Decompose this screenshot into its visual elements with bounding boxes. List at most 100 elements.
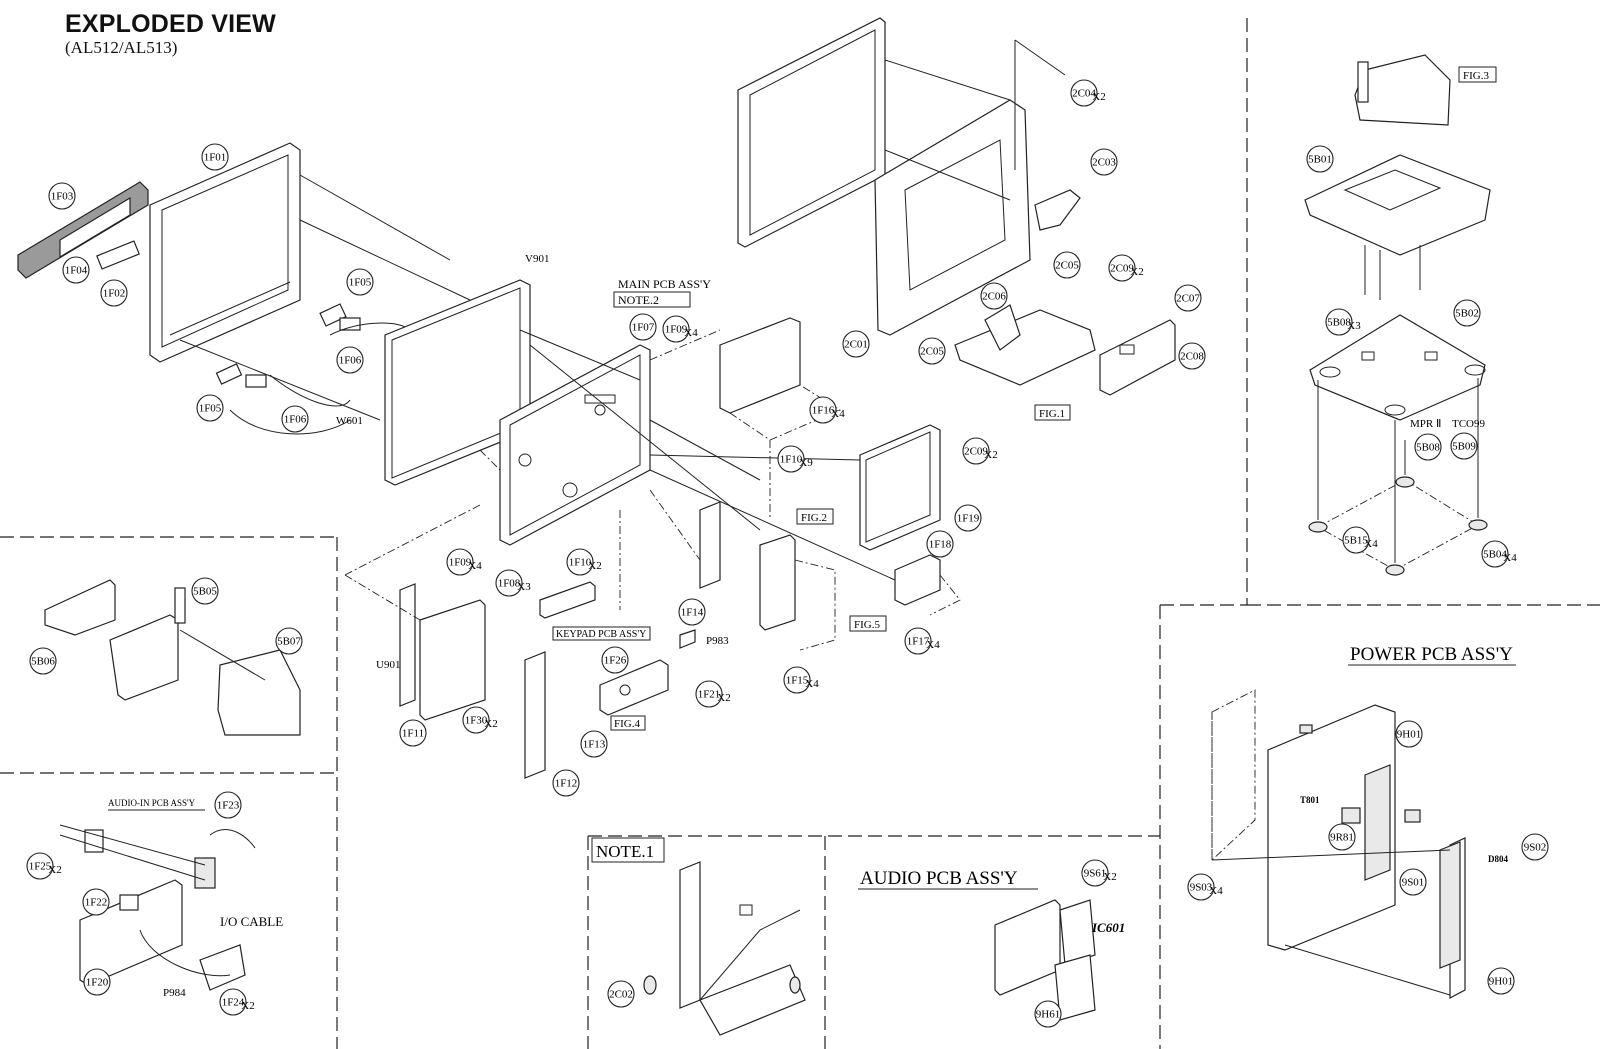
callout-5b08: 5B08	[1414, 433, 1442, 461]
callout-circle	[777, 445, 805, 473]
base-plate-5B02	[1309, 314, 1486, 421]
callout-id: 1F21	[698, 689, 721, 701]
callout-circle	[1034, 1000, 1062, 1028]
label-audio-pcb: AUDIO PCB ASS'Y	[860, 868, 1018, 889]
callout-circle	[1325, 308, 1353, 336]
label-fig2: FIG.2	[801, 512, 827, 524]
callout-1f11: 1F11	[399, 719, 427, 747]
rear-assembly	[737, 17, 1081, 336]
callout-id: 2C03	[1092, 157, 1116, 169]
callout-1f03: 1F03	[48, 182, 76, 210]
callout-9s02: 9S02	[1521, 833, 1549, 861]
callout-quantity: X3	[1347, 320, 1361, 332]
front-bezel-1F01	[149, 142, 471, 421]
callout-circle	[1328, 823, 1356, 851]
label-fig1: FIG.1	[1039, 408, 1065, 420]
callout-circle	[83, 968, 111, 996]
callout-circle	[662, 315, 690, 343]
callout-id: 2C09	[1110, 263, 1134, 275]
callout-circle	[1053, 251, 1081, 279]
label-d804: D804	[1488, 854, 1508, 864]
callout-9h01: 9H01	[1487, 967, 1515, 995]
label-fig5: FIG.5	[854, 619, 880, 631]
callout-circle	[1187, 873, 1215, 901]
callout-2c06: 2C06	[980, 282, 1008, 310]
callout-9h61: 9H61	[1034, 1000, 1062, 1028]
text-labels: V901 W601 U901 P983 P984 MAIN PCB ASS'Y …	[108, 66, 1516, 999]
callout-circle	[214, 791, 242, 819]
label-power-pcb: POWER PCB ASS'Y	[1350, 644, 1513, 665]
callout-2c05: 2C05	[1053, 251, 1081, 279]
callout-id: 1F09	[665, 324, 688, 336]
callout-circle	[219, 988, 247, 1016]
callout-id: 2C02	[609, 989, 633, 1001]
callout-quantity: X4	[1364, 538, 1378, 550]
callout-id: 5B05	[193, 586, 217, 598]
callout-1f18: 1F18	[926, 530, 954, 558]
callout-circle	[82, 888, 110, 916]
callout-1f19: 1F19	[954, 504, 982, 532]
callout-5b07: 5B07	[275, 627, 303, 655]
callout-1f05: 1F05	[196, 394, 224, 422]
callout-id: 9S01	[1402, 877, 1425, 889]
callout-5b06: 5B06	[29, 647, 57, 675]
page-title: EXPLODED VIEW	[65, 10, 276, 38]
callout-5b01: 5B01	[1306, 145, 1334, 173]
label-fig3: FIG.3	[1463, 70, 1489, 82]
callout-1f26: 1F26	[601, 646, 629, 674]
label-io-cable: I/O CABLE	[220, 914, 283, 929]
callout-id: 2C06	[982, 291, 1006, 303]
callout-id: 1F05	[199, 403, 222, 415]
callout-circle	[1487, 967, 1515, 995]
callout-circle	[904, 627, 932, 655]
callout-id: 9R81	[1330, 832, 1354, 844]
callout-circle	[629, 313, 657, 341]
fig2-bracket	[759, 534, 836, 651]
label-ic601: IC601	[1091, 920, 1125, 935]
callout-id: 1F16	[812, 405, 835, 417]
callout-id: 9H61	[1036, 1009, 1060, 1021]
callout-id: 1F19	[957, 513, 980, 525]
callout-circle	[48, 182, 76, 210]
label-mpr: MPR Ⅱ	[1410, 418, 1441, 430]
keypad-pcb	[539, 581, 596, 619]
callout-quantity: X4	[1503, 552, 1517, 564]
button-parts-1F05-1F06	[215, 303, 411, 435]
callout-id: 9S61	[1084, 868, 1107, 880]
callout-id: 9S03	[1190, 882, 1213, 894]
callout-quantity: X4	[1209, 885, 1223, 897]
callout-2c03: 2C03	[1090, 148, 1118, 176]
callout-5b02: 5B02	[1453, 299, 1481, 327]
callout-circle	[462, 706, 490, 734]
u901-keypad-board	[344, 504, 546, 779]
callout-circle	[962, 437, 990, 465]
callout-id: 1F30	[465, 715, 488, 727]
label-note1: NOTE.1	[596, 842, 654, 861]
callout-id: 2C07	[1176, 293, 1200, 305]
callout-id: 1F10	[780, 454, 803, 466]
callout-circle	[275, 627, 303, 655]
callout-id: 1F15	[786, 675, 809, 687]
callout-1f02: 1F02	[100, 279, 128, 307]
callout-1f23: 1F23	[214, 791, 242, 819]
callout-quantity: X2	[1092, 91, 1105, 103]
callout-1f13: 1F13	[580, 730, 608, 758]
callout-id: 1F14	[681, 607, 704, 619]
callout-circle	[1399, 868, 1427, 896]
callout-circle	[783, 666, 811, 694]
callout-id: 1F10	[569, 557, 592, 569]
fig3-stand-neck	[1354, 54, 1451, 126]
note1-detail	[643, 861, 806, 1036]
callout-quantity: X2	[1130, 266, 1143, 278]
callout-circle	[954, 504, 982, 532]
label-fig4: FIG.4	[614, 718, 640, 730]
section-dividers	[0, 18, 1600, 1049]
callout-circle	[980, 282, 1008, 310]
callout-quantity: X2	[48, 864, 61, 876]
